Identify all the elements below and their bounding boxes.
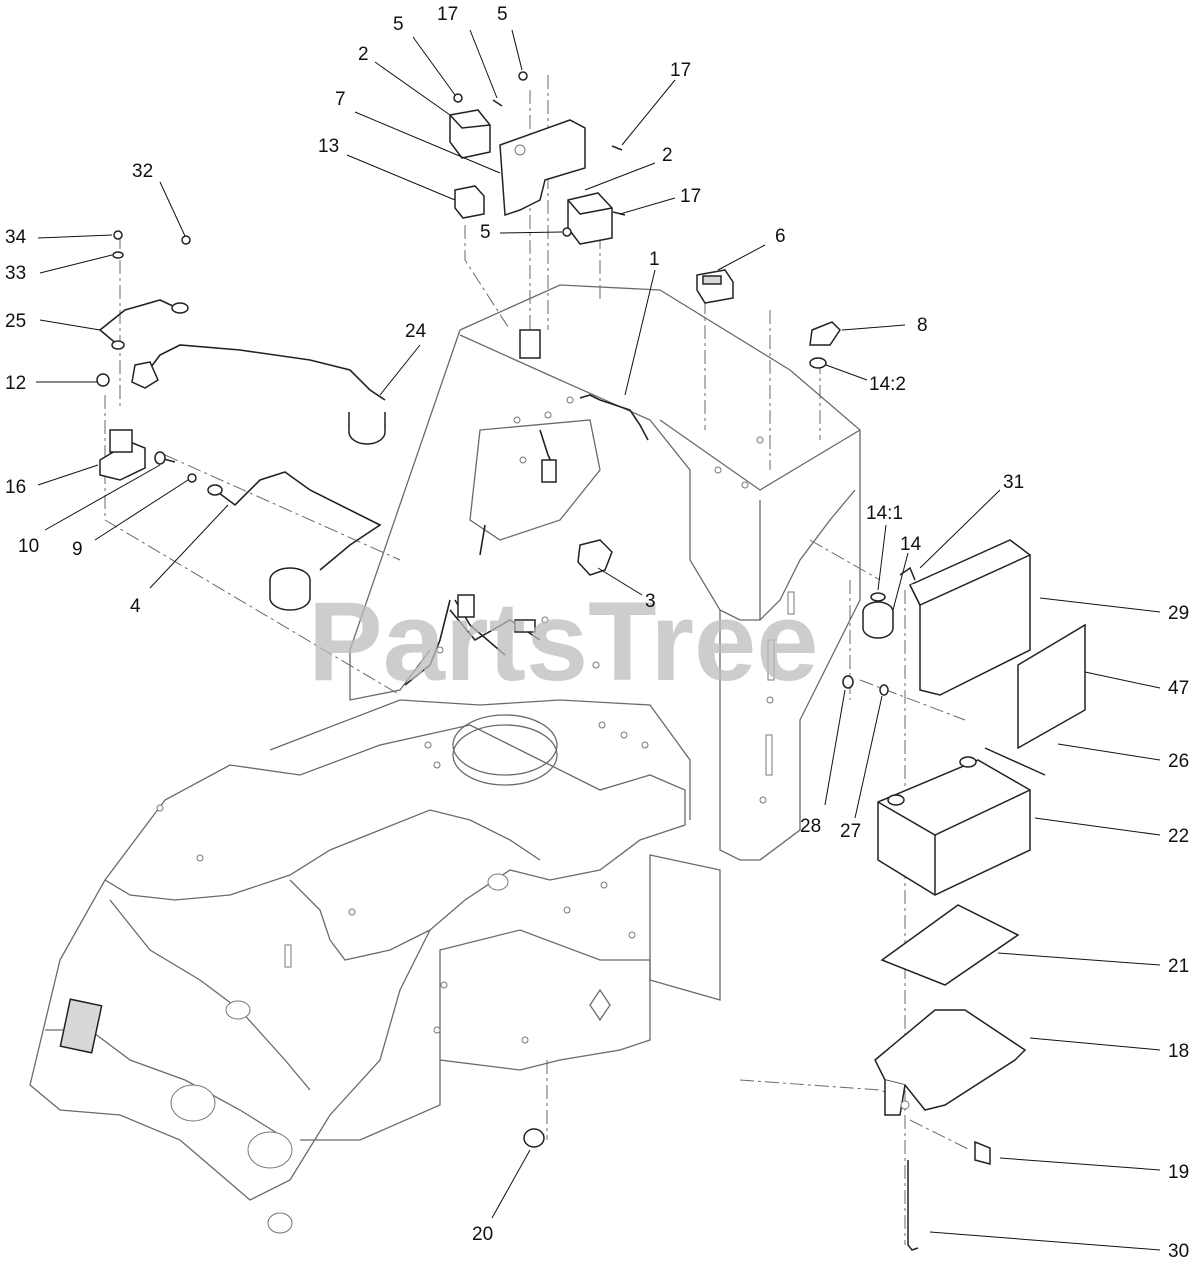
callout-3: 3 bbox=[645, 591, 656, 612]
battery-tray-mat bbox=[880, 904, 1020, 986]
nut-icon bbox=[523, 1128, 545, 1148]
hold-down-rod bbox=[907, 1160, 919, 1251]
callout-31: 31 bbox=[1003, 472, 1024, 493]
watermark: PartsTree bbox=[308, 579, 819, 704]
callout-2: 2 bbox=[662, 145, 673, 166]
battery-holder bbox=[874, 1009, 1027, 1111]
callout-33: 33 bbox=[5, 263, 26, 284]
bolt-icon bbox=[974, 1140, 991, 1165]
callout-18: 18 bbox=[1168, 1041, 1189, 1062]
ground-cable bbox=[98, 299, 176, 346]
callout-28: 28 bbox=[800, 816, 821, 837]
relay-small bbox=[454, 185, 485, 219]
battery-pad bbox=[1017, 623, 1086, 750]
callout-34: 34 bbox=[5, 227, 27, 248]
callout-5: 5 bbox=[480, 222, 491, 243]
callout-9: 9 bbox=[72, 539, 83, 560]
callout-27: 27 bbox=[840, 821, 861, 842]
callout-12: 12 bbox=[5, 373, 26, 394]
frame-holes bbox=[156, 396, 774, 1044]
callout-22: 22 bbox=[1168, 826, 1189, 847]
callout-labels: 5 17 5 17 2 7 13 2 17 32 34 33 25 5 6 1 … bbox=[5, 4, 1189, 1262]
nut-icon bbox=[453, 93, 463, 103]
callout-6: 6 bbox=[775, 226, 786, 247]
callout-14-2: 14:2 bbox=[869, 374, 906, 395]
callout-47: 47 bbox=[1168, 678, 1189, 699]
callout-10: 10 bbox=[18, 536, 39, 557]
pressure-switch bbox=[577, 539, 613, 576]
chassis-outline bbox=[29, 284, 861, 1234]
callout-7: 7 bbox=[335, 89, 346, 110]
callout-20: 20 bbox=[472, 1224, 493, 1245]
callout-5: 5 bbox=[497, 4, 508, 25]
switch-icon bbox=[696, 269, 734, 304]
callout-26: 26 bbox=[1168, 751, 1189, 772]
callout-16: 16 bbox=[5, 477, 26, 498]
callout-24: 24 bbox=[405, 321, 427, 342]
callout-17: 17 bbox=[437, 4, 458, 25]
battery-cable-negative bbox=[214, 471, 382, 571]
key-icon bbox=[809, 321, 841, 346]
electrical-parts bbox=[96, 71, 1086, 1251]
callout-17: 17 bbox=[680, 186, 701, 207]
callout-21: 21 bbox=[1168, 956, 1189, 977]
callout-8: 8 bbox=[917, 315, 928, 336]
callout-1: 1 bbox=[649, 249, 660, 270]
callout-32: 32 bbox=[132, 161, 153, 182]
leader-lines bbox=[36, 29, 1161, 1251]
relay-bracket bbox=[499, 119, 586, 217]
callout-14-1: 14:1 bbox=[866, 503, 903, 524]
callout-13: 13 bbox=[318, 136, 339, 157]
relay-lower bbox=[567, 192, 613, 245]
callout-14: 14 bbox=[900, 534, 922, 555]
callout-4: 4 bbox=[130, 596, 141, 617]
callout-25: 25 bbox=[5, 311, 26, 332]
callout-2: 2 bbox=[358, 44, 369, 65]
callout-5: 5 bbox=[393, 14, 404, 35]
callout-30: 30 bbox=[1168, 1241, 1189, 1262]
wiring-harness bbox=[599, 399, 649, 441]
callout-29: 29 bbox=[1168, 603, 1189, 624]
battery bbox=[877, 759, 1031, 896]
callout-19: 19 bbox=[1168, 1162, 1189, 1183]
battery-cable-positive bbox=[144, 344, 386, 401]
callout-17: 17 bbox=[670, 60, 691, 81]
